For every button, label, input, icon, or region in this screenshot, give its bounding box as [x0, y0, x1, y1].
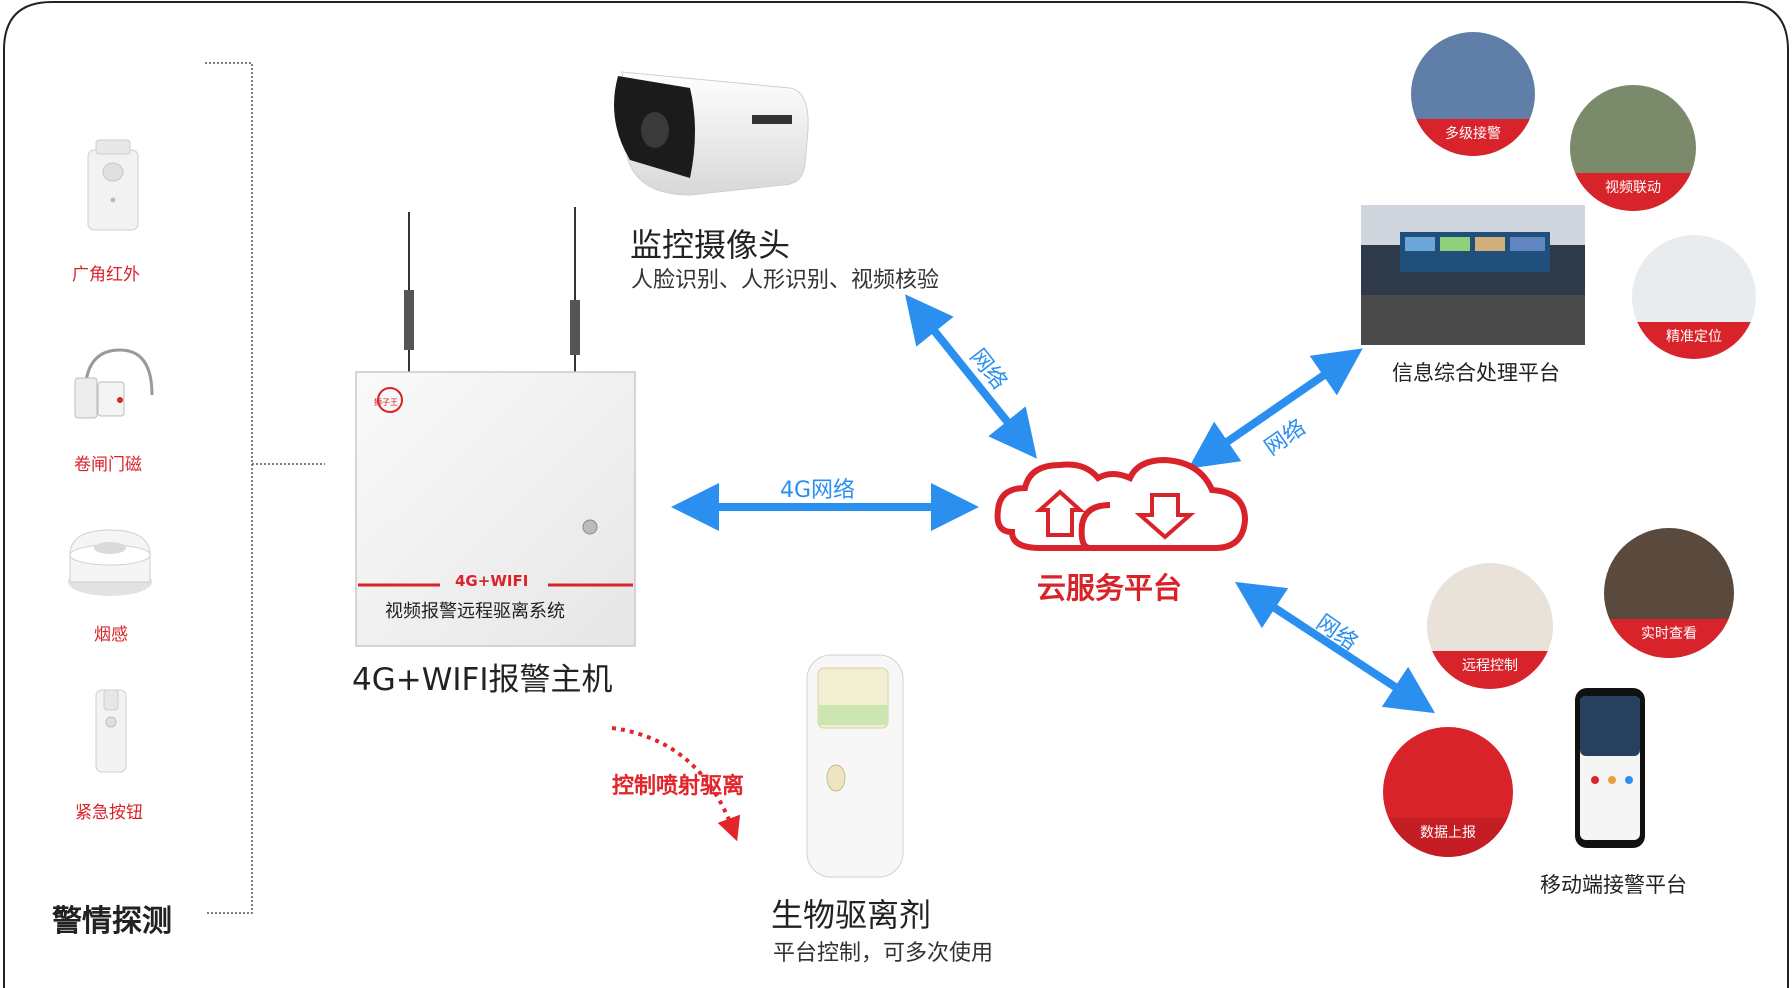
cloud-icon: [994, 456, 1249, 551]
circle-label: 多级接警: [1411, 118, 1535, 156]
repellent-subtitle: 平台控制，可多次使用: [773, 941, 994, 966]
control-arrow: [611, 726, 741, 842]
circle-label: 远程控制: [1427, 651, 1553, 689]
detection-item-door: 卷闸门磁: [74, 455, 142, 475]
link-label-control: 控制喷射驱离: [612, 774, 745, 799]
detection-item-button: 紧急按钮: [75, 803, 143, 823]
circle-label: 视频联动: [1570, 173, 1696, 211]
alarm-host-icon: [355, 207, 636, 647]
outer-frame: [3, 1, 1789, 988]
emergency-button-icon: [95, 689, 127, 773]
circle-remote-control: 远程控制: [1427, 563, 1553, 689]
link-label-host-cloud: 4G网络: [780, 478, 856, 503]
detection-title: 警情探测: [52, 904, 172, 939]
camera-icon: [614, 71, 809, 196]
detection-item-smoke: 烟感: [94, 625, 128, 645]
phone-icon: [1575, 688, 1645, 848]
circle-label: 数据上报: [1383, 818, 1513, 857]
control-room-image: [1361, 205, 1585, 345]
circle-locate: 精准定位: [1632, 235, 1756, 359]
camera-title: 监控摄像头: [630, 226, 791, 264]
smoke-detector-icon: [68, 529, 152, 596]
host-brand: 狮子王: [374, 398, 398, 407]
cloud-title: 云服务平台: [1037, 571, 1183, 605]
circle-label: 实时查看: [1604, 619, 1734, 658]
link-cloud-mobile: [1234, 581, 1436, 714]
host-panel-text: 视频报警远程驱离系统: [385, 601, 565, 622]
detection-bracket: [205, 62, 325, 914]
circle-data-report: 数据上报: [1383, 727, 1513, 857]
door-magnet-icon: [74, 348, 154, 419]
pir-sensor-icon: [87, 139, 139, 231]
camera-subtitle: 人脸识别、人形识别、视频核验: [631, 268, 940, 293]
repellent-title: 生物驱离剂: [771, 896, 932, 934]
circle-video-link: 视频联动: [1570, 85, 1696, 211]
host-panel-badge: 4G+WIFI: [455, 572, 529, 590]
circle-live-view: 实时查看: [1604, 528, 1734, 658]
info-platform-title: 信息综合处理平台: [1392, 361, 1560, 385]
detection-item-pir: 广角红外: [72, 265, 140, 285]
circle-multi-level: 多级接警: [1411, 32, 1535, 156]
host-title: 4G+WIFI报警主机: [352, 662, 613, 698]
circle-label: 精准定位: [1632, 321, 1756, 359]
link-cloud-info: [1188, 348, 1363, 469]
mobile-platform-title: 移动端接警平台: [1540, 873, 1687, 897]
repellent-dispenser-icon: [806, 654, 904, 878]
link-camera-cloud: [904, 294, 1038, 459]
